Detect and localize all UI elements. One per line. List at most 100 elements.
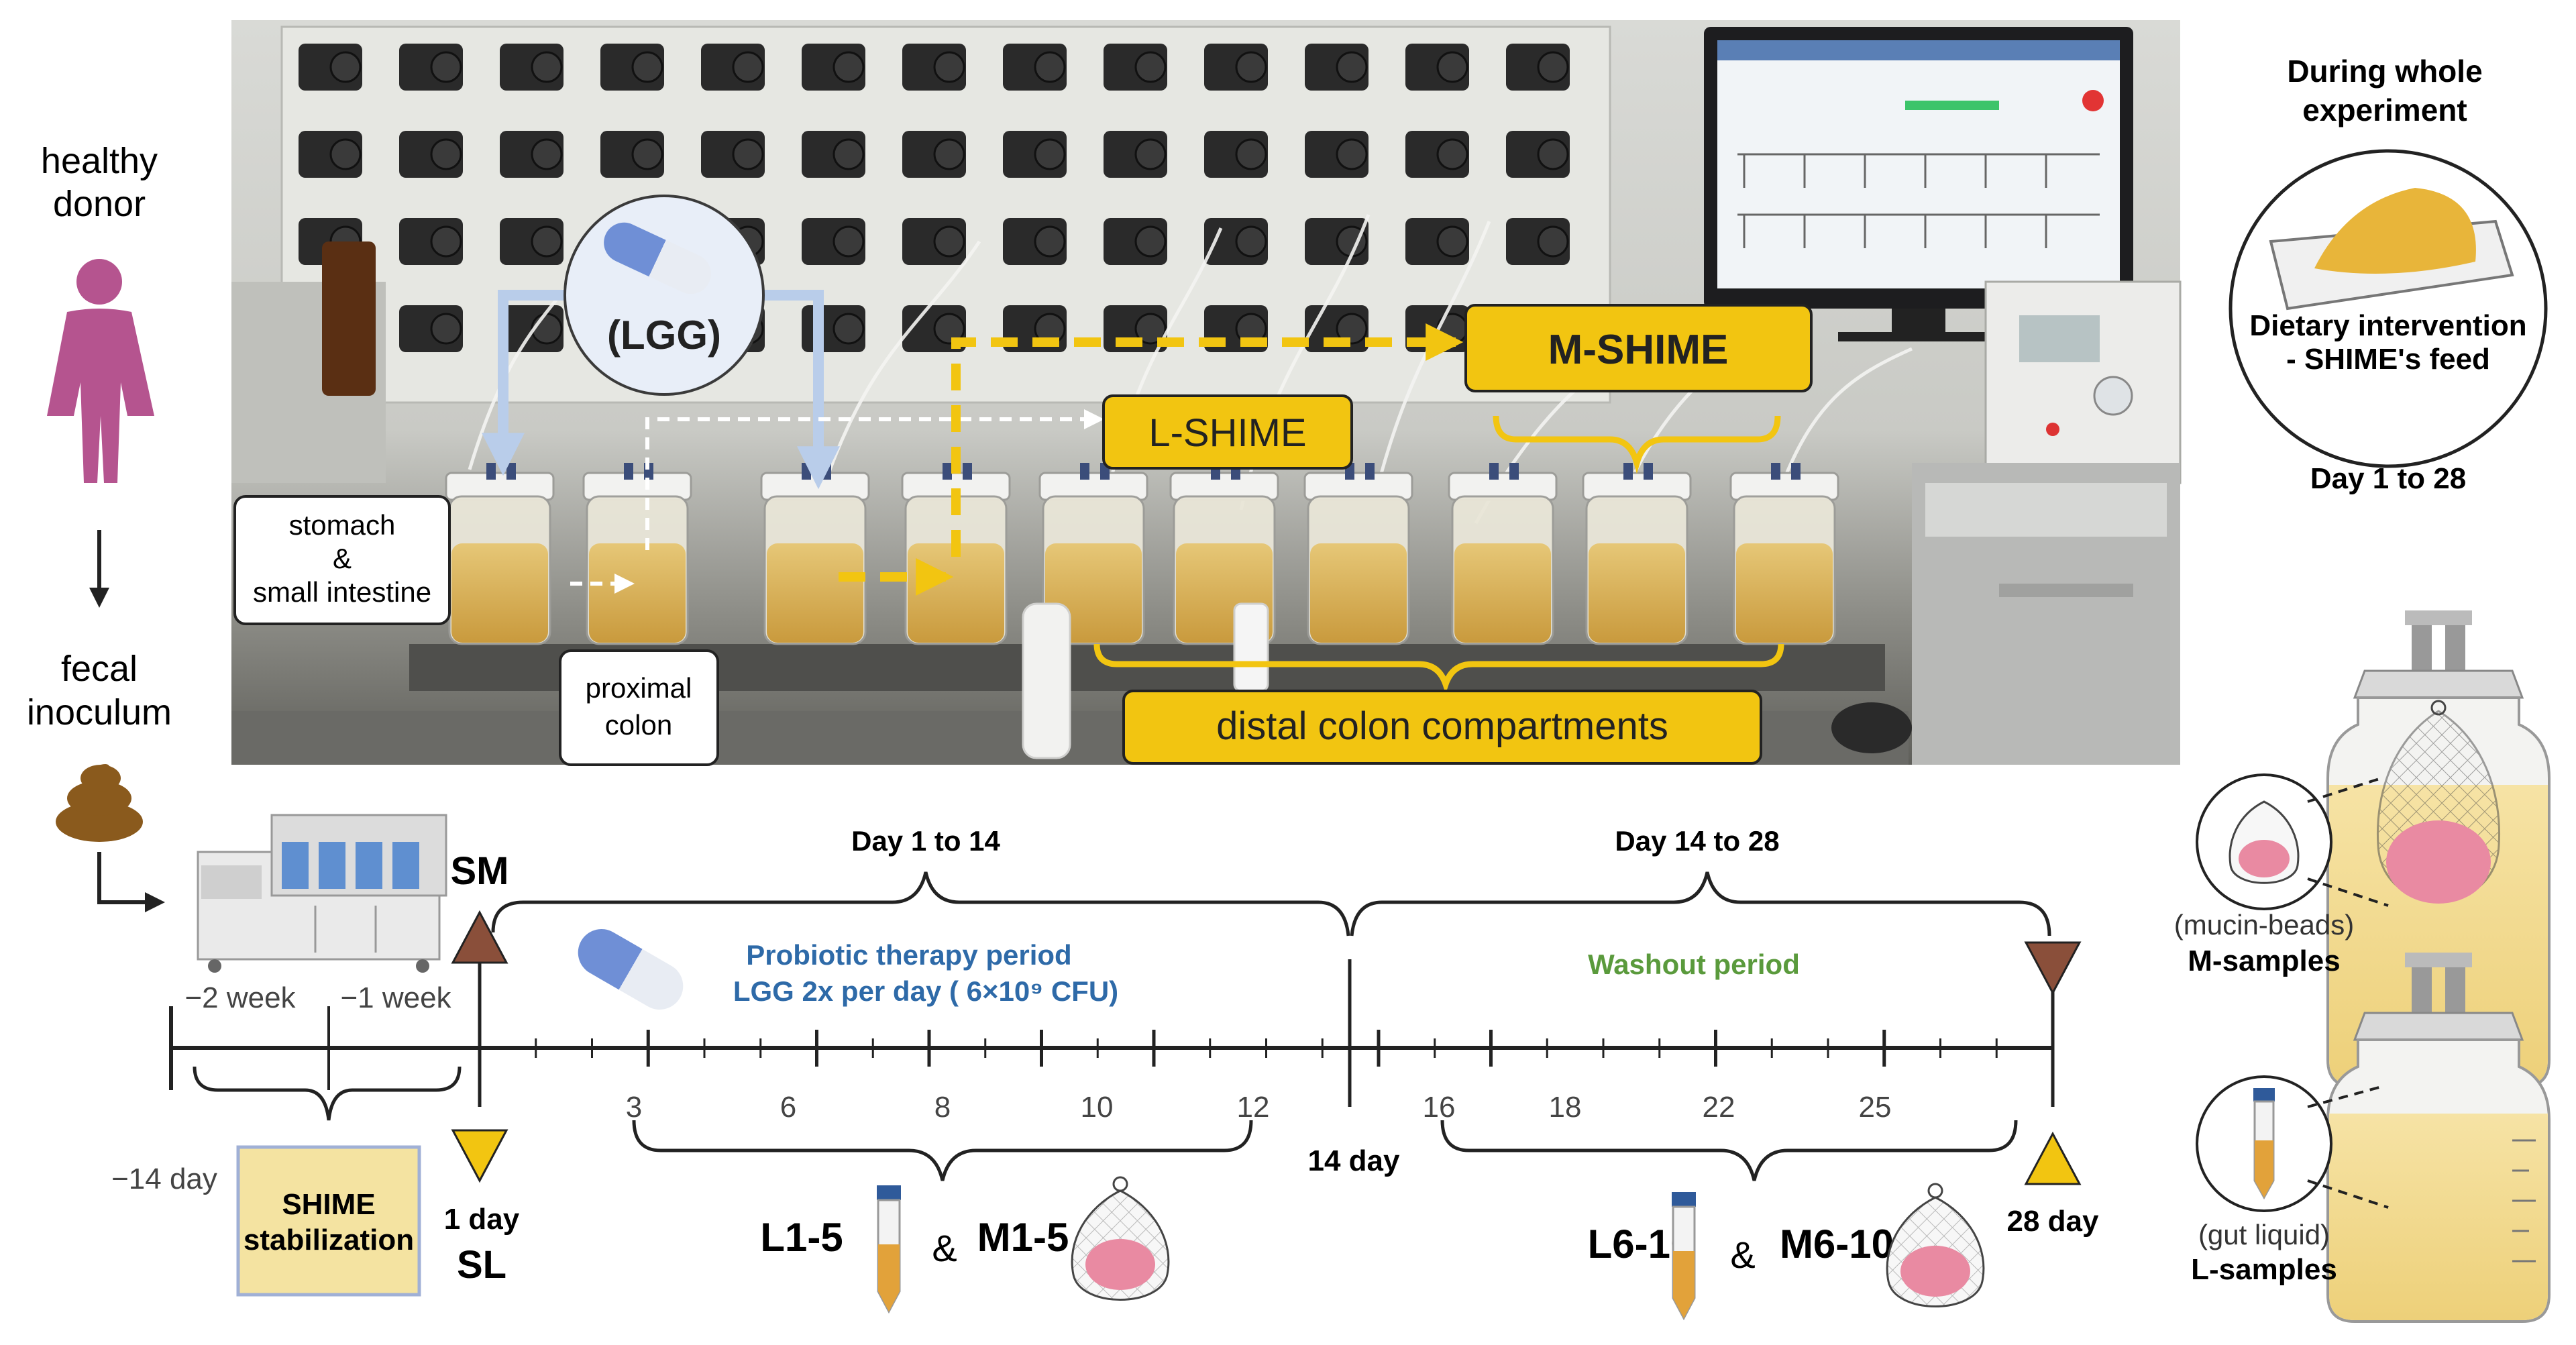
- day-28-label: 28 day: [2007, 1205, 2100, 1238]
- pump-head: [1204, 44, 1268, 91]
- stomach-small-intestine-box: stomach & small intestine: [233, 495, 451, 625]
- stomach-label-1: stomach: [289, 509, 396, 541]
- pump-head: [802, 44, 865, 91]
- proximal-colon-box: proximal colon: [559, 649, 719, 766]
- mucin-bag-icon: [1071, 1176, 1170, 1301]
- distal-colon-brace: [1093, 643, 1784, 694]
- pump-head: [1305, 131, 1368, 178]
- pump-head: [500, 305, 564, 352]
- day-14-28-label: Day 14 to 28: [1615, 825, 1779, 857]
- stomach-label-2: &: [333, 543, 352, 574]
- amp-2: &: [1730, 1234, 1755, 1276]
- probiotic-capsule-icon: [578, 929, 684, 1010]
- m-shime-label-box: M-SHIME: [1464, 304, 1813, 392]
- probiotic-dose: LGG 2x per day ( 6×10⁹ CFU): [733, 975, 1118, 1007]
- white-flow-arrows: [570, 409, 1104, 594]
- pump-head: [600, 131, 664, 178]
- washout-label: Washout period: [1588, 949, 1800, 980]
- pump-head: [1405, 44, 1469, 91]
- timeline: −2 week −1 week −14 day SHIME stabilizat…: [111, 825, 2100, 1321]
- gut-liquid-label: (gut liquid): [2198, 1219, 2330, 1250]
- tick-label-3: 3: [626, 1091, 642, 1124]
- lgg-label: (LGG): [607, 313, 721, 358]
- reactor-vessel: [760, 463, 870, 645]
- capsule-icon: [604, 222, 711, 294]
- reactor-vessels: [445, 463, 1839, 645]
- donor-person-icon: [47, 259, 154, 483]
- m6-10-label: M6-10: [1780, 1222, 1894, 1267]
- reactor-vessel: [582, 463, 692, 645]
- day-1-28-label: Day 1 to 28: [2310, 462, 2466, 495]
- l1-5-label: L1-5: [760, 1215, 843, 1260]
- mucin-bead-callout-icon: [2229, 800, 2300, 884]
- stabilization-brace: [193, 1066, 462, 1121]
- gut-liquid-tube-icon: [2253, 1088, 2275, 1200]
- pump-head: [1305, 44, 1368, 91]
- healthy-label-1: healthy: [41, 141, 158, 181]
- pump-head: [1405, 218, 1469, 265]
- dietary-label-2: - SHIME's feed: [2286, 343, 2490, 376]
- pump-head: [1204, 131, 1268, 178]
- reactor-vessel: [445, 463, 555, 645]
- pump-head: [500, 44, 564, 91]
- pump-head: [902, 131, 966, 178]
- amp-1: &: [932, 1227, 957, 1269]
- lab-photo: [231, 20, 2182, 765]
- pump-head: [1104, 131, 1167, 178]
- pump-head: [902, 218, 966, 265]
- m-shime-label: M-SHIME: [1548, 327, 1729, 373]
- mucin-beads-label: (mucin-beads): [2174, 909, 2354, 940]
- l1-5-brace: [632, 1120, 1253, 1181]
- tube-icon: [1672, 1192, 1696, 1321]
- fecal-label-1: fecal: [61, 649, 138, 689]
- timeline-ticks: [535, 1030, 1998, 1067]
- pump-head: [399, 44, 463, 91]
- m-samples-label: M-samples: [2188, 945, 2340, 977]
- tick-label-8: 8: [934, 1091, 951, 1124]
- tick-label-16: 16: [1423, 1091, 1456, 1124]
- dietary-label-1: Dietary intervention: [2249, 309, 2526, 342]
- pump-head: [1506, 44, 1570, 91]
- wash-bottle: [1022, 602, 1071, 759]
- sl-label: SL: [457, 1243, 506, 1287]
- m-sample-jar: [2326, 610, 2551, 1088]
- distal-colon-label-box: distal colon compartments: [1122, 690, 1762, 765]
- stabilization-label-1: SHIME: [282, 1188, 375, 1221]
- reactor-vessel: [1582, 463, 1692, 645]
- m-shime-brace: [1493, 415, 1781, 474]
- distal-colon-label: distal colon compartments: [1216, 704, 1668, 748]
- pump-head: [1506, 131, 1570, 178]
- pump-head: [1405, 131, 1469, 178]
- pump-head: [802, 131, 865, 178]
- l-shime-label-box: L-SHIME: [1102, 394, 1353, 470]
- yellow-flow-arrows: [839, 323, 1464, 596]
- pump-head: [1003, 44, 1067, 91]
- end-l-triangle: [2024, 1131, 2082, 1185]
- timeline-tick-labels: 3 6 8 10 12 16 18 22 25: [626, 1091, 1892, 1124]
- one-day-label: 1 day: [444, 1203, 520, 1236]
- computer-monitor: [1704, 27, 2133, 341]
- tick-label-25: 25: [1859, 1091, 1892, 1124]
- pump-head: [1003, 218, 1067, 265]
- pump-head: [1104, 218, 1167, 265]
- proximal-label-2: colon: [605, 709, 672, 741]
- pump-head: [399, 218, 463, 265]
- tick-label-12: 12: [1237, 1091, 1270, 1124]
- reactor-vessel: [1729, 463, 1839, 645]
- pump-head: [299, 131, 362, 178]
- minus-1-week-label: −1 week: [340, 981, 451, 1014]
- pump-head: [500, 218, 564, 265]
- tick-label-18: 18: [1549, 1091, 1582, 1124]
- day-14-label: 14 day: [1308, 1144, 1401, 1177]
- tick-label-6: 6: [780, 1091, 796, 1124]
- pump-head: [299, 44, 362, 91]
- l6-10-brace: [1440, 1120, 2018, 1181]
- food-tray-icon: [2269, 188, 2514, 311]
- pump-head: [600, 44, 664, 91]
- mucin-bag-icon: [1886, 1183, 1985, 1307]
- diet-panel: During whole experiment Dietary interven…: [2229, 54, 2548, 495]
- reactor-vessel: [1448, 463, 1558, 645]
- pump-head: [701, 44, 765, 91]
- reactor-vessel: [1038, 463, 1148, 645]
